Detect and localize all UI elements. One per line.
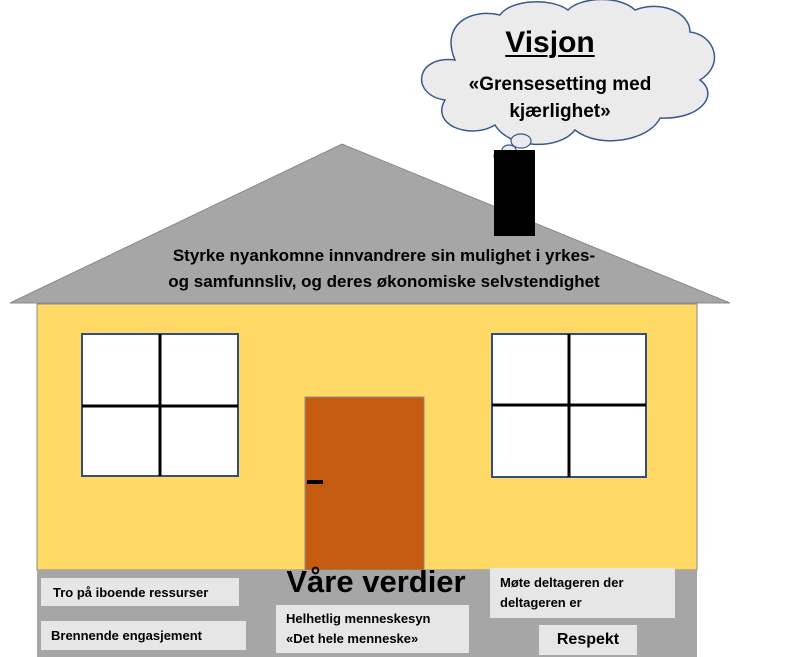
roof (9, 143, 731, 304)
value-box-mote: Møte deltageren der deltageren er (490, 568, 675, 618)
value-label: Tro på iboende ressurser (53, 584, 209, 600)
value-label: deltageren er (500, 595, 582, 610)
values-title: Våre verdier (286, 564, 466, 599)
value-label: «Det hele menneske» (286, 631, 419, 646)
vision-quote-line1: «Grensesetting med (468, 74, 652, 95)
door (304, 396, 425, 571)
chimney-front (494, 150, 535, 236)
value-label: Respekt (556, 631, 620, 648)
vision-quote: «Grensesetting med kjærlighet» (440, 71, 680, 125)
value-label: Helhetlig menneskesyn (286, 611, 431, 626)
vision-title: Visjon (505, 26, 595, 59)
value-box-tro: Tro på iboende ressurser (41, 578, 239, 606)
value-label: Møte deltageren der (500, 575, 624, 590)
value-box-menneskesyn: Helhetlig menneskesyn «Det hele menneske… (276, 605, 469, 653)
roof-goal-text: Styrke nyankomne innvandrere sin mulighe… (124, 243, 644, 295)
right-window (491, 333, 647, 478)
vision-quote-line2: kjærlighet» (509, 101, 611, 122)
value-label: Brennende engasjement (51, 628, 202, 643)
roof-goal-line2: og samfunnsliv, og deres økonomiske selv… (168, 272, 600, 291)
value-box-engasjement: Brennende engasjement (41, 621, 246, 650)
roof-goal-line1: Styrke nyankomne innvandrere sin mulighe… (172, 246, 596, 265)
value-box-respekt: Respekt (539, 625, 637, 655)
left-window (81, 333, 239, 477)
